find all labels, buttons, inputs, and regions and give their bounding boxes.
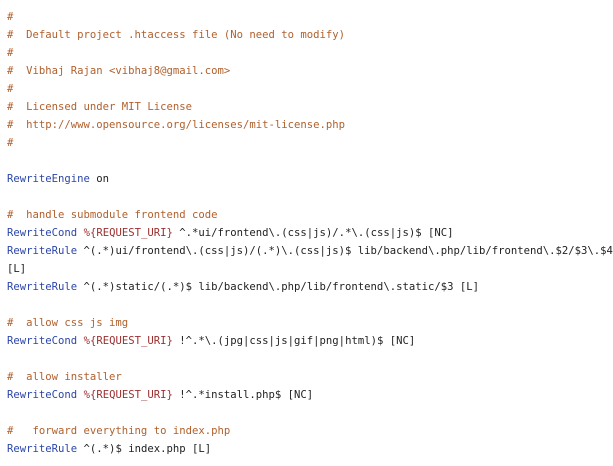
code-line: #	[7, 8, 600, 26]
code-viewer: # # Default project .htaccess file (No ne…	[7, 8, 613, 458]
plain-token: !^.*\.(jpg|css|js|gif|png|html)$ [NC]	[172, 335, 416, 347]
code-line: # Default project .htaccess file (No nee…	[7, 26, 600, 44]
code-line: #	[7, 44, 600, 62]
comment-token: # allow css js img	[7, 317, 129, 329]
comment-token: # http://www.opensource.org/licenses/mit…	[7, 119, 346, 131]
code-line: #	[7, 134, 600, 152]
directive-token: RewriteRule	[7, 443, 78, 455]
variable-token: %{REQUEST_URI}	[83, 335, 173, 347]
plain-token: ^(.*)static/(.*)$ lib/backend\.php/lib/f…	[77, 281, 479, 293]
blank-line	[7, 350, 600, 368]
comment-token: # allow installer	[7, 371, 122, 383]
code-line: # forward everything to index.php	[7, 422, 600, 440]
code-line: # http://www.opensource.org/licenses/mit…	[7, 116, 600, 134]
directive-token: RewriteCond	[7, 335, 78, 347]
code-line: # Licensed under MIT License	[7, 98, 600, 116]
code-line: RewriteCond %{REQUEST_URI} ^.*ui/fronten…	[7, 224, 600, 242]
code-line: RewriteRule ^(.*)$ index.php [L]	[7, 440, 600, 458]
comment-token: #	[7, 83, 14, 95]
code-line: #	[7, 80, 600, 98]
code-line: RewriteCond %{REQUEST_URI} !^.*\.(jpg|cs…	[7, 332, 600, 350]
blank-line	[7, 188, 600, 206]
code-line: # allow installer	[7, 368, 600, 386]
comment-token: # Vibhaj Rajan <vibhaj8@gmail.com>	[7, 65, 231, 77]
plain-token: on	[89, 173, 110, 185]
plain-token: [L]	[7, 263, 27, 275]
code-line: RewriteRule ^(.*)static/(.*)$ lib/backen…	[7, 278, 600, 296]
code-line: RewriteRule ^(.*)ui/frontend\.(css|js)/(…	[7, 242, 613, 260]
blank-line	[7, 152, 600, 170]
code-line: # Vibhaj Rajan <vibhaj8@gmail.com>	[7, 62, 600, 80]
directive-token: RewriteRule	[7, 245, 78, 257]
blank-line	[7, 404, 600, 422]
code-line: RewriteCond %{REQUEST_URI} !^.*install.p…	[7, 386, 600, 404]
comment-token: #	[7, 137, 14, 149]
comment-token: #	[7, 11, 14, 23]
plain-token: !^.*install.php$ [NC]	[172, 389, 314, 401]
plain-token: ^(.*)ui/frontend\.(css|js)/(.*)\.(css|js…	[77, 245, 613, 257]
directive-token: RewriteCond	[7, 389, 78, 401]
code-line: # allow css js img	[7, 314, 600, 332]
comment-token: #	[7, 47, 14, 59]
comment-token: # handle submodule frontend code	[7, 209, 218, 221]
code-line: # handle submodule frontend code	[7, 206, 600, 224]
comment-token: # Default project .htaccess file (No nee…	[7, 29, 346, 41]
comment-token: # Licensed under MIT License	[7, 101, 192, 113]
directive-token: RewriteEngine	[7, 173, 90, 185]
blank-line	[7, 296, 600, 314]
code-line: [L]	[7, 260, 600, 278]
directive-token: RewriteRule	[7, 281, 78, 293]
plain-token: ^.*ui/frontend\.(css|js)/.*\.(css|js)$ […	[172, 227, 454, 239]
variable-token: %{REQUEST_URI}	[83, 227, 173, 239]
comment-token: # forward everything to index.php	[7, 425, 231, 437]
code-line: RewriteEngine on	[7, 170, 600, 188]
plain-token: ^(.*)$ index.php [L]	[77, 443, 212, 455]
variable-token: %{REQUEST_URI}	[83, 389, 173, 401]
directive-token: RewriteCond	[7, 227, 78, 239]
